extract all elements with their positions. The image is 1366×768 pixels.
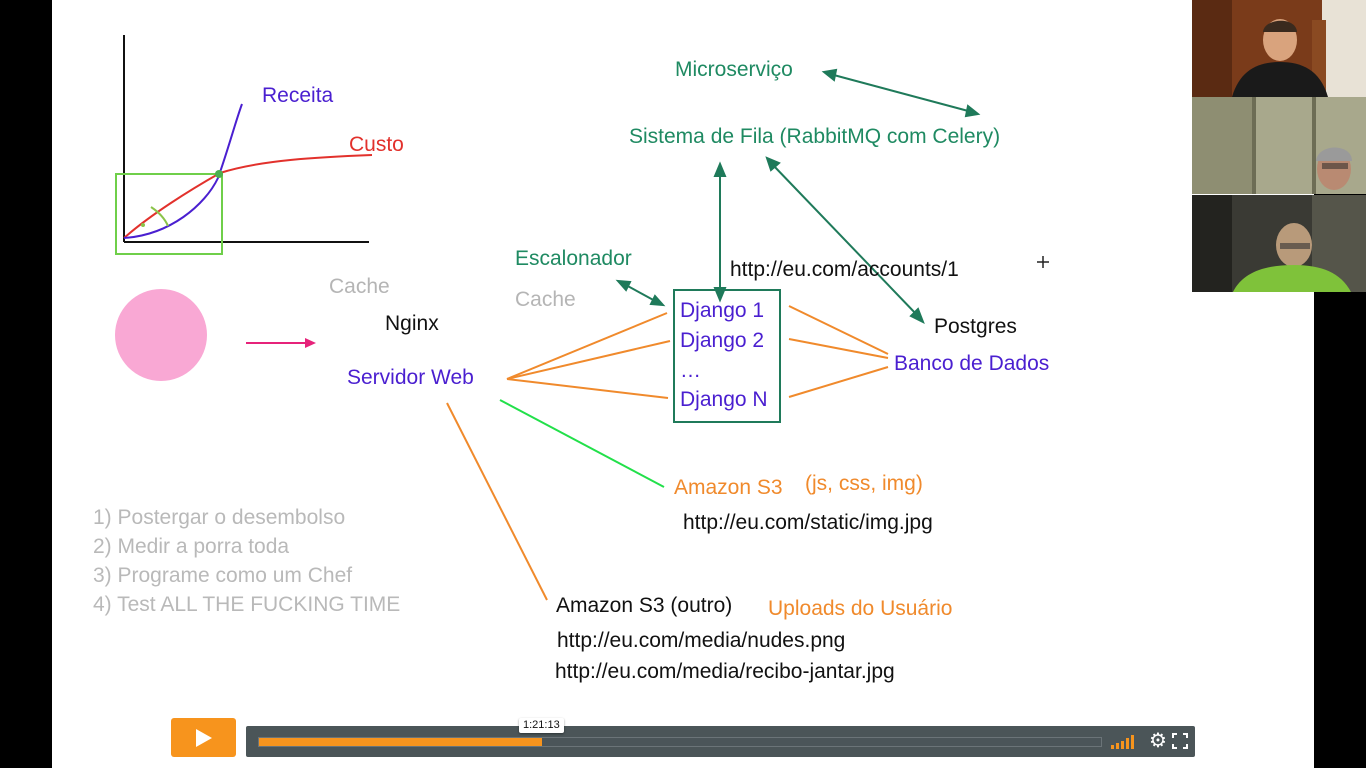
url-static: http://eu.com/static/img.jpg (683, 511, 933, 534)
pink-circle (115, 289, 207, 381)
volume-icon[interactable] (1111, 735, 1135, 749)
servidor-web-label: Servidor Web (347, 366, 474, 389)
uploads-label: Uploads do Usuário (768, 597, 953, 620)
url-accounts: http://eu.com/accounts/1 (730, 258, 959, 281)
connection-lines (446, 305, 889, 601)
microservico-label: Microserviço (675, 58, 793, 81)
url-recibo: http://eu.com/media/recibo-jantar.jpg (555, 660, 895, 683)
list-item: 2) Medir a porra toda (93, 535, 290, 558)
django-2-label: Django 2 (680, 329, 765, 352)
django-n-label: Django N (680, 388, 768, 411)
django-1-label: Django 1 (680, 299, 765, 322)
banco-dados-label: Banco de Dados (894, 352, 1050, 375)
s3-types-label: (js, css, img) (805, 472, 923, 495)
webcam-participant-3 (1192, 195, 1366, 292)
timestamp-tooltip: 1:21:13 (519, 718, 564, 733)
list-item: 1) Postergar o desembolso (93, 506, 346, 529)
progress-fill (259, 738, 542, 746)
cache-label-2: Cache (515, 288, 576, 311)
move-cursor-icon (1037, 256, 1049, 268)
url-nudes: http://eu.com/media/nudes.png (557, 629, 846, 652)
webcam-participant-2 (1192, 97, 1366, 194)
receita-label: Receita (262, 84, 334, 107)
webcam-participant-1 (1192, 0, 1366, 97)
custo-label: Custo (349, 133, 404, 156)
revenue-cost-graph (115, 35, 373, 255)
play-icon (196, 729, 212, 747)
list-item: 3) Programe como um Chef (93, 564, 353, 587)
fullscreen-icon[interactable] (1171, 731, 1189, 751)
cache-label-1: Cache (329, 275, 390, 298)
nginx-label: Nginx (385, 312, 439, 335)
player-control-bar: ⚙ (246, 726, 1195, 757)
gear-icon[interactable]: ⚙ (1149, 730, 1167, 752)
django-ellipsis: … (680, 359, 701, 382)
django-box (673, 289, 781, 423)
escalonador-label: Escalonador (515, 247, 632, 270)
sistema-fila-label: Sistema de Fila (RabbitMQ com Celery) (629, 125, 1001, 148)
progress-track[interactable] (258, 737, 1102, 747)
play-button[interactable] (171, 718, 236, 757)
whiteboard-slide (52, 0, 1314, 768)
postgres-label: Postgres (934, 315, 1017, 338)
amazon-s3-outro-label: Amazon S3 (outro) (556, 594, 733, 617)
amazon-s3-label: Amazon S3 (674, 476, 783, 499)
list-item: 4) Test ALL THE FUCKING TIME (93, 593, 401, 616)
